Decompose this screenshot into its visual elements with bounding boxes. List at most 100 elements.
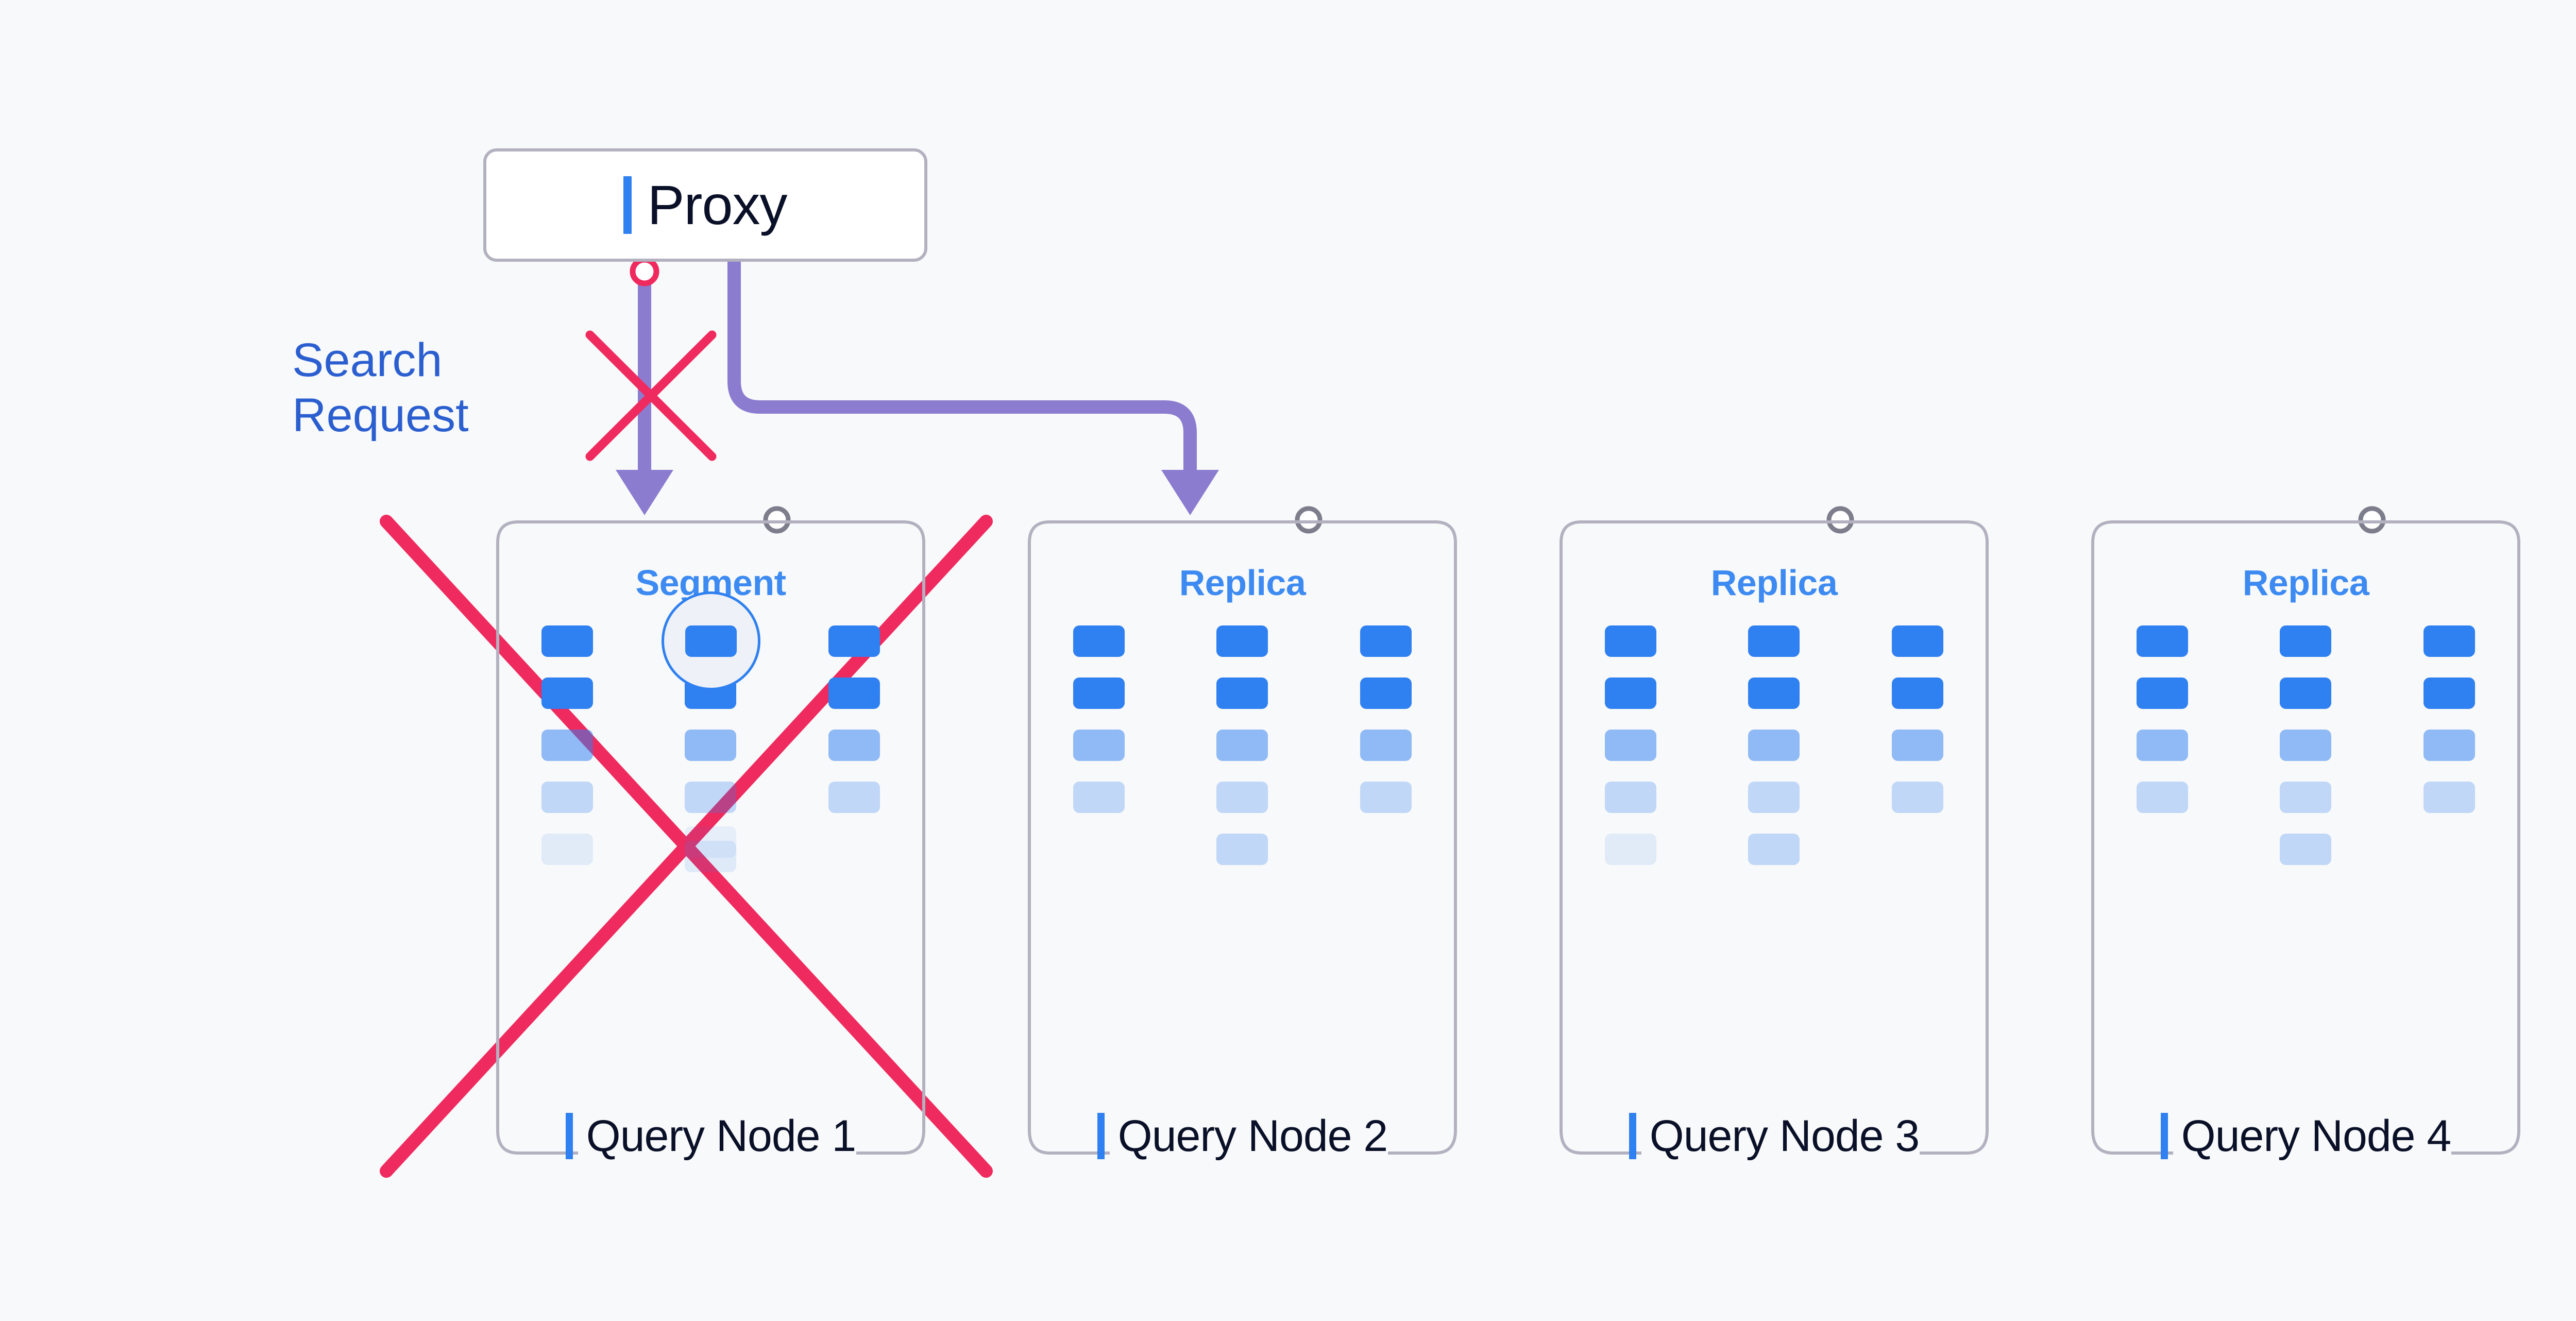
block-cell <box>2424 834 2475 865</box>
flow-proxy-to-node2 <box>727 262 1219 515</box>
block <box>685 730 737 761</box>
block-cell <box>2137 678 2189 709</box>
block <box>1891 730 1943 761</box>
block-cell <box>1748 678 1800 709</box>
card-outline <box>2091 520 2520 1155</box>
blue-bar-icon <box>1629 1113 1636 1159</box>
block <box>2137 678 2189 709</box>
block-cell <box>2137 730 2189 761</box>
port-marker-node3 <box>1826 506 1854 534</box>
block-cell <box>2423 625 2475 657</box>
block-cell <box>1891 782 1943 813</box>
block <box>1605 625 1657 657</box>
node-title: Query Node 3 <box>1649 1111 1920 1161</box>
node-title: Query Node 1 <box>586 1111 856 1161</box>
block-cell <box>1216 625 1268 657</box>
block-cell <box>1216 730 1268 761</box>
block <box>1605 730 1657 761</box>
block <box>828 730 880 761</box>
proxy-label: Proxy <box>647 174 787 236</box>
block <box>1360 730 1412 761</box>
block-cell <box>1360 730 1412 761</box>
block <box>1073 625 1125 657</box>
card-outline <box>1560 520 1989 1155</box>
segment-block-grid <box>2091 625 2521 865</box>
block <box>828 625 880 657</box>
block <box>1605 678 1657 709</box>
block-cell <box>2423 782 2475 813</box>
block-cell <box>541 678 594 709</box>
block-stack <box>685 826 737 872</box>
block <box>1216 625 1268 657</box>
block <box>1748 730 1800 761</box>
block-empty <box>1892 834 1943 865</box>
block-cell <box>2280 834 2332 865</box>
block <box>1360 625 1412 657</box>
block-cell <box>1748 782 1800 813</box>
block-cell <box>828 730 880 761</box>
block-cell <box>1360 678 1412 709</box>
block-cell <box>541 730 594 761</box>
block <box>2423 625 2475 657</box>
block <box>541 678 594 709</box>
node-title-row: Query Node 3 <box>1559 1113 1989 1159</box>
block-cell <box>828 782 880 813</box>
block <box>1891 678 1943 709</box>
node-title-row: Query Node 1 <box>496 1113 926 1159</box>
block <box>685 826 737 858</box>
block-cell <box>1605 834 1657 865</box>
search-request-label: Search Request <box>292 334 469 442</box>
block-cell <box>828 834 880 865</box>
block <box>685 782 737 813</box>
node-kind-label: Replica <box>1710 563 1838 603</box>
block <box>2280 782 2332 813</box>
block-cell <box>2423 678 2475 709</box>
block-cell <box>1360 782 1412 813</box>
block <box>541 782 594 813</box>
blue-bar-icon <box>2160 1113 2168 1159</box>
block <box>1605 782 1657 813</box>
block <box>1216 730 1268 761</box>
block-cell <box>2280 678 2332 709</box>
block-cell <box>1892 834 1943 865</box>
block-cell <box>1748 625 1800 657</box>
block <box>2423 782 2475 813</box>
block-cell <box>2137 782 2189 813</box>
block <box>2423 730 2475 761</box>
flow-proxy-to-node1 <box>616 262 673 515</box>
block <box>1360 678 1412 709</box>
proxy-box[interactable]: Proxy <box>483 148 927 262</box>
block <box>2137 625 2189 657</box>
block-cell <box>685 782 737 813</box>
segment-block-grid <box>1027 625 1458 865</box>
block-empty <box>1360 834 1412 865</box>
block-cell <box>828 625 880 657</box>
block-cell <box>1073 834 1125 865</box>
block-cell <box>1891 678 1943 709</box>
card-outline <box>1028 520 1457 1155</box>
block <box>1216 678 1268 709</box>
block <box>1073 730 1125 761</box>
block-cell <box>1216 782 1268 813</box>
block <box>541 625 594 657</box>
block-cell <box>1891 625 1943 657</box>
block-cell <box>1360 834 1412 865</box>
block <box>1605 834 1657 865</box>
block <box>1073 678 1125 709</box>
highlighted-segment-ring[interactable] <box>661 591 760 690</box>
block-cell <box>2280 625 2332 657</box>
block-cell <box>1073 782 1125 813</box>
block-cell <box>1605 782 1657 813</box>
blue-bar-icon <box>565 1113 573 1159</box>
port-marker-node1 <box>763 506 791 534</box>
block-empty <box>2424 834 2475 865</box>
node-kind-label: Replica <box>2242 563 2369 603</box>
blue-bar-icon <box>1097 1113 1105 1159</box>
block-cell <box>2137 625 2189 657</box>
block <box>1216 834 1268 865</box>
block-cell <box>1748 834 1800 865</box>
